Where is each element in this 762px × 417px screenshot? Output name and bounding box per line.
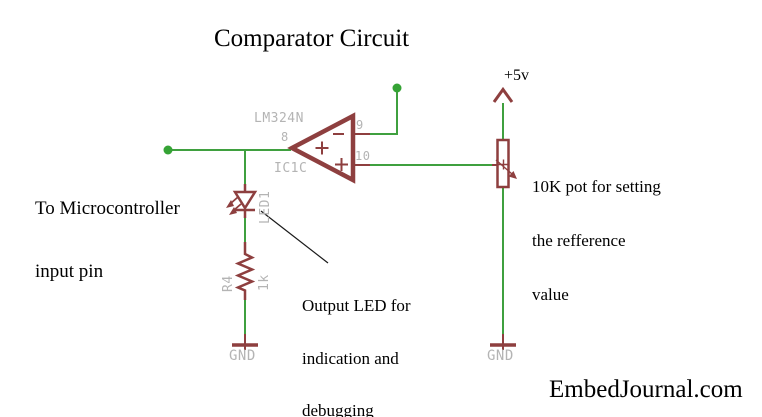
pot-note: 10K pot for setting the refference value xyxy=(532,142,661,340)
pot-note-line1: 10K pot for setting xyxy=(532,177,661,196)
led-note-line3: debugging xyxy=(302,401,374,417)
led-note-line2: indication and xyxy=(302,348,399,368)
microcontroller-note: To Microcontroller input pin xyxy=(35,156,180,324)
microcontroller-note-line1: To Microcontroller xyxy=(35,198,180,219)
microcontroller-note-line2: input pin xyxy=(35,261,104,282)
gnd-right-label: GND xyxy=(487,348,514,364)
resistor-value-label: 1k xyxy=(257,274,272,291)
opamp-plus-mark-center xyxy=(315,141,329,155)
resistor-symbol xyxy=(234,242,256,300)
opamp-triangle xyxy=(287,112,356,184)
led-symbol xyxy=(226,184,258,218)
opamp-pin10-label: 10 xyxy=(355,149,371,163)
led-note: Output LED for indication and debugging xyxy=(302,262,411,417)
gnd-symbol-right xyxy=(490,334,516,350)
led-designator-label: LED1 xyxy=(258,190,273,224)
watermark: EmbedJournal.com xyxy=(549,376,743,403)
wire-inverting-input xyxy=(368,88,398,135)
opamp-symbol xyxy=(287,112,370,184)
opamp-pin9-label: 9 xyxy=(356,118,364,132)
leader-line xyxy=(260,210,329,264)
input-terminal-dot xyxy=(163,145,173,155)
junction-dots xyxy=(163,83,402,155)
opamp-pin8-label: 8 xyxy=(281,130,289,144)
opamp-part-label: LM324N xyxy=(254,111,304,126)
opamp-designator-label: IC1C xyxy=(274,161,308,176)
led-triangle xyxy=(232,190,258,211)
pot-wiper-diagonal xyxy=(495,159,513,175)
gnd-symbol-left xyxy=(232,334,258,350)
page-title: Comparator Circuit xyxy=(214,25,410,52)
wires xyxy=(168,88,504,334)
resistor-zigzag xyxy=(234,242,256,300)
gnd-left-label: GND xyxy=(229,348,256,364)
led-note-line1: Output LED for xyxy=(302,296,411,315)
vcc-label: +5v xyxy=(504,67,530,84)
opamp-plus-mark-input xyxy=(335,158,348,171)
vcc-arrow xyxy=(492,86,514,103)
inverting-terminal-dot xyxy=(392,83,402,93)
resistor-designator-label: R4 xyxy=(221,275,236,292)
pot-note-line3: value xyxy=(532,285,569,304)
pot-symbol xyxy=(492,138,517,189)
opamp-pin-stubs xyxy=(353,133,370,166)
led-emission-arrows xyxy=(226,196,242,215)
pot-note-line2: the refference xyxy=(532,231,626,250)
pot-wiper-arrowhead xyxy=(508,171,517,179)
